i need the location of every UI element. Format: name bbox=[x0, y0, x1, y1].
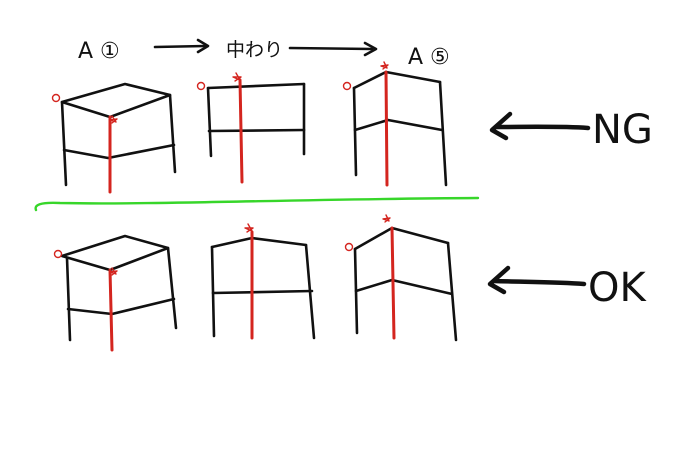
circle-icon bbox=[53, 249, 63, 259]
box-a5-ng bbox=[342, 61, 448, 187]
box-a1-ok bbox=[53, 234, 178, 352]
circle-icon bbox=[51, 93, 61, 103]
circle-icon bbox=[196, 81, 206, 91]
right-arrow-icon bbox=[153, 38, 210, 54]
box-middle-ng bbox=[196, 72, 306, 184]
star-icon bbox=[382, 214, 391, 223]
end-label: A ⑤ bbox=[408, 45, 450, 70]
star-icon bbox=[109, 267, 118, 276]
ng-row: NG bbox=[51, 61, 653, 194]
star-icon bbox=[380, 61, 389, 70]
start-label: A ① bbox=[78, 39, 120, 64]
circle-icon bbox=[344, 242, 354, 252]
left-arrow-icon bbox=[489, 111, 591, 141]
ok-row: OK bbox=[53, 214, 647, 352]
ok-verdict: OK bbox=[588, 265, 647, 311]
box-a5-ok bbox=[344, 214, 458, 342]
star-icon bbox=[109, 115, 118, 124]
box-a1-ng bbox=[51, 82, 177, 194]
left-arrow-icon bbox=[487, 265, 587, 295]
row-divider bbox=[34, 196, 480, 212]
middle-label: 中わり bbox=[226, 39, 283, 61]
box-middle-ok bbox=[210, 223, 316, 340]
star-icon bbox=[232, 72, 242, 82]
star-icon bbox=[244, 223, 254, 233]
circle-icon bbox=[342, 81, 352, 91]
ng-verdict: NG bbox=[592, 107, 653, 153]
right-arrow-icon bbox=[288, 41, 378, 57]
